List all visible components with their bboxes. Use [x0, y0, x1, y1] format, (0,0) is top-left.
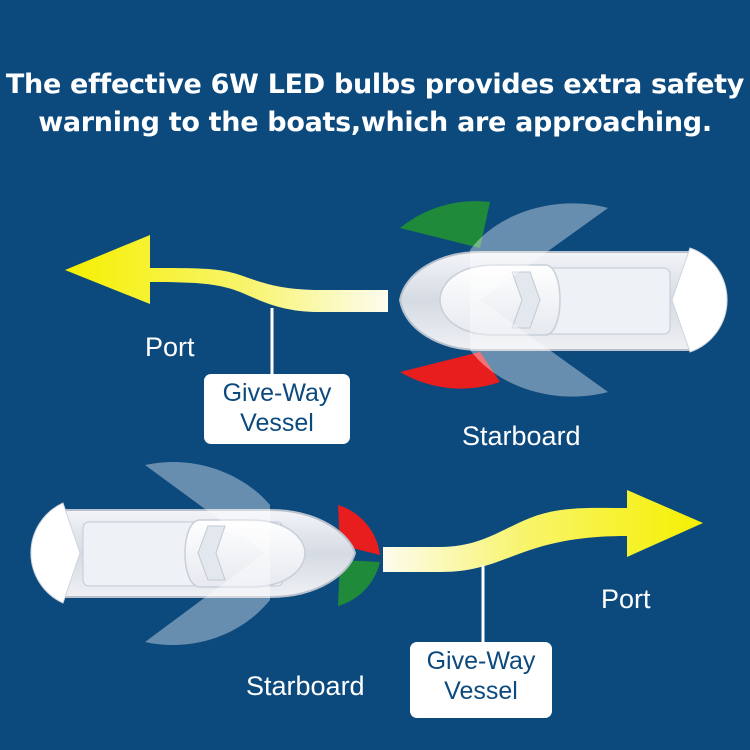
headline: The effective 6W LED bulbs provides extr… — [0, 66, 750, 142]
give-way-vessel-tag-top: Give-Way Vessel — [204, 374, 350, 444]
masthead-light-sweep-top — [470, 203, 608, 397]
scene-top — [65, 201, 728, 397]
give-way-tag-line-2: Vessel — [240, 409, 314, 437]
windshield-bottom — [197, 525, 226, 581]
give-way-tag-line-1-bottom: Give-Way — [426, 647, 536, 675]
headline-line-2: warning to the boats,which are approachi… — [38, 107, 712, 138]
stern-light-bottom — [30, 502, 81, 604]
scene-bottom — [30, 461, 703, 646]
port-light-sector — [400, 352, 500, 389]
windshield-top — [511, 271, 541, 329]
port-label-bottom: Port — [601, 584, 651, 614]
masthead-light-sweep-bottom — [145, 461, 270, 646]
give-way-tag-line-2-bottom: Vessel — [444, 677, 518, 705]
stern-light-top — [671, 247, 728, 353]
starboard-light-sector — [400, 201, 490, 248]
headline-line-1: The effective 6W LED bulbs provides extr… — [5, 69, 745, 100]
give-way-vessel-tag-bottom: Give-Way Vessel — [410, 642, 552, 718]
course-arrow-left — [65, 235, 388, 312]
starboard-light-sector-bottom — [338, 560, 380, 606]
starboard-label-bottom: Starboard — [246, 671, 365, 701]
course-arrow-right — [383, 490, 703, 572]
give-way-tag-line-1: Give-Way — [222, 379, 332, 407]
port-label-top: Port — [145, 332, 195, 362]
starboard-label-top: Starboard — [462, 421, 581, 451]
